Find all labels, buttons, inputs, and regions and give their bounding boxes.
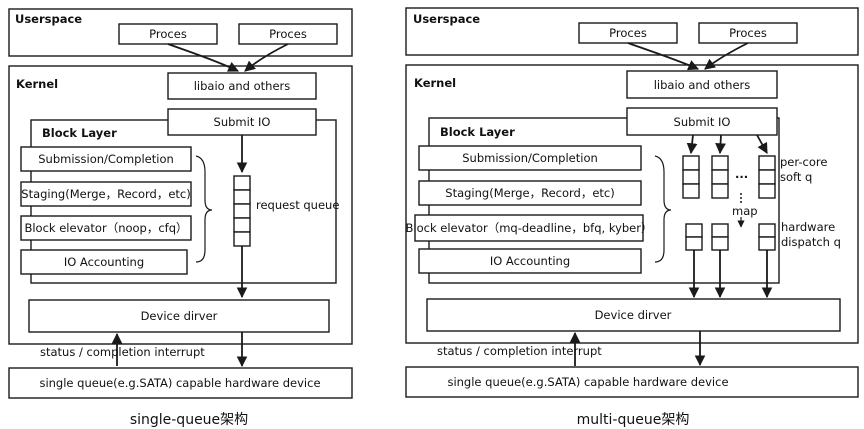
block-elevator-box [414,214,644,242]
process-arrow-2 [704,42,749,70]
hw-queue-1 [685,223,703,251]
multi-queue-caption: multi-queue架构 [577,412,690,428]
submit-io-box [167,108,317,136]
process-arrow-1 [627,42,699,71]
device-driver-label: Device dirver [141,309,218,323]
soft-queue-label-2: soft q [780,170,812,184]
userspace-label: Userspace [413,12,480,26]
device-driver-label: Device dirver [595,308,672,322]
submission-completion-label: Submission/Completion [462,151,598,165]
libaio-box [167,72,317,100]
libaio-label: libaio and others [194,79,291,93]
hw-queue-label-2: dispatch q [781,235,841,249]
hw-queue-3 [758,223,776,251]
libaio-label: libaio and others [654,78,751,92]
submit-to-softq-arrow-3 [756,134,768,154]
kernel-label: Kernel [16,77,58,91]
multi-queue-diagram: Userspace Proces Proces Kernel Block Lay… [405,7,859,428]
submit-io-label: Submit IO [674,115,731,129]
process-label-1: Proces [609,26,647,40]
kernel-label: Kernel [414,76,456,90]
request-queue-label: request queue [256,198,339,212]
submission-completion-box [20,146,192,172]
hardware-device-label: single queue(e.g.SATA) capable hardware … [39,376,320,390]
brace [195,155,213,263]
hardware-device-box [8,367,353,399]
device-driver-box [426,298,841,332]
process-label-1: Proces [149,27,187,41]
block-elevator-label: Block elevator（mq-deadline，bfq, kyber） [406,221,653,235]
userspace-label: Userspace [15,12,82,26]
queue-ellipsis: ... [735,167,748,181]
process-arrow-1 [167,43,239,72]
submit-to-softq-arrow-2 [715,134,726,155]
brace [654,155,672,263]
staging-box [20,181,192,207]
process-label-2: Proces [729,26,767,40]
soft-queue-label-1: per-core [780,155,827,169]
status-interrupt-label: status / completion interrupt [437,344,602,358]
request-queue [233,175,251,247]
staging-label: Staging(Merge，Record，etc) [445,186,614,200]
submission-completion-label: Submission/Completion [38,152,174,166]
hardware-device-label: single queue(e.g.SATA) capable hardware … [447,375,728,389]
status-interrupt-label: status / completion interrupt [40,345,205,359]
staging-box [418,180,642,206]
map-dots [740,193,742,203]
process-arrow-2 [244,43,289,72]
submit-to-softq-arrow-1 [686,134,698,155]
hardware-device-box [405,366,859,398]
device-driver-box [28,299,330,333]
submit-io-label: Submit IO [214,115,271,129]
block-elevator-label: Block elevator（noop，cfq） [24,221,187,235]
submit-io-box [626,107,778,136]
soft-queue-3 [758,155,776,199]
map-label: map [732,204,758,218]
staging-label: Staging(Merge，Record，etc) [21,187,190,201]
io-accounting-box [418,248,642,274]
hw-queue-label-1: hardware [781,220,835,234]
io-accounting-label: IO Accounting [64,255,144,269]
single-queue-caption: single-queue架构 [130,412,248,428]
single-queue-diagram: Userspace Proces Proces Kernel Block Lay… [8,8,353,428]
process-label-2: Proces [269,27,307,41]
soft-queue-1 [682,155,700,199]
block-layer-label: Block Layer [440,125,515,139]
submission-completion-box [418,145,642,171]
block-elevator-box [20,215,192,241]
io-accounting-label: IO Accounting [490,254,570,268]
io-accounting-box [20,249,188,275]
soft-queue-2 [711,155,729,199]
libaio-box [626,70,778,99]
block-layer-label: Block Layer [42,126,117,140]
hw-queue-2 [711,223,729,251]
